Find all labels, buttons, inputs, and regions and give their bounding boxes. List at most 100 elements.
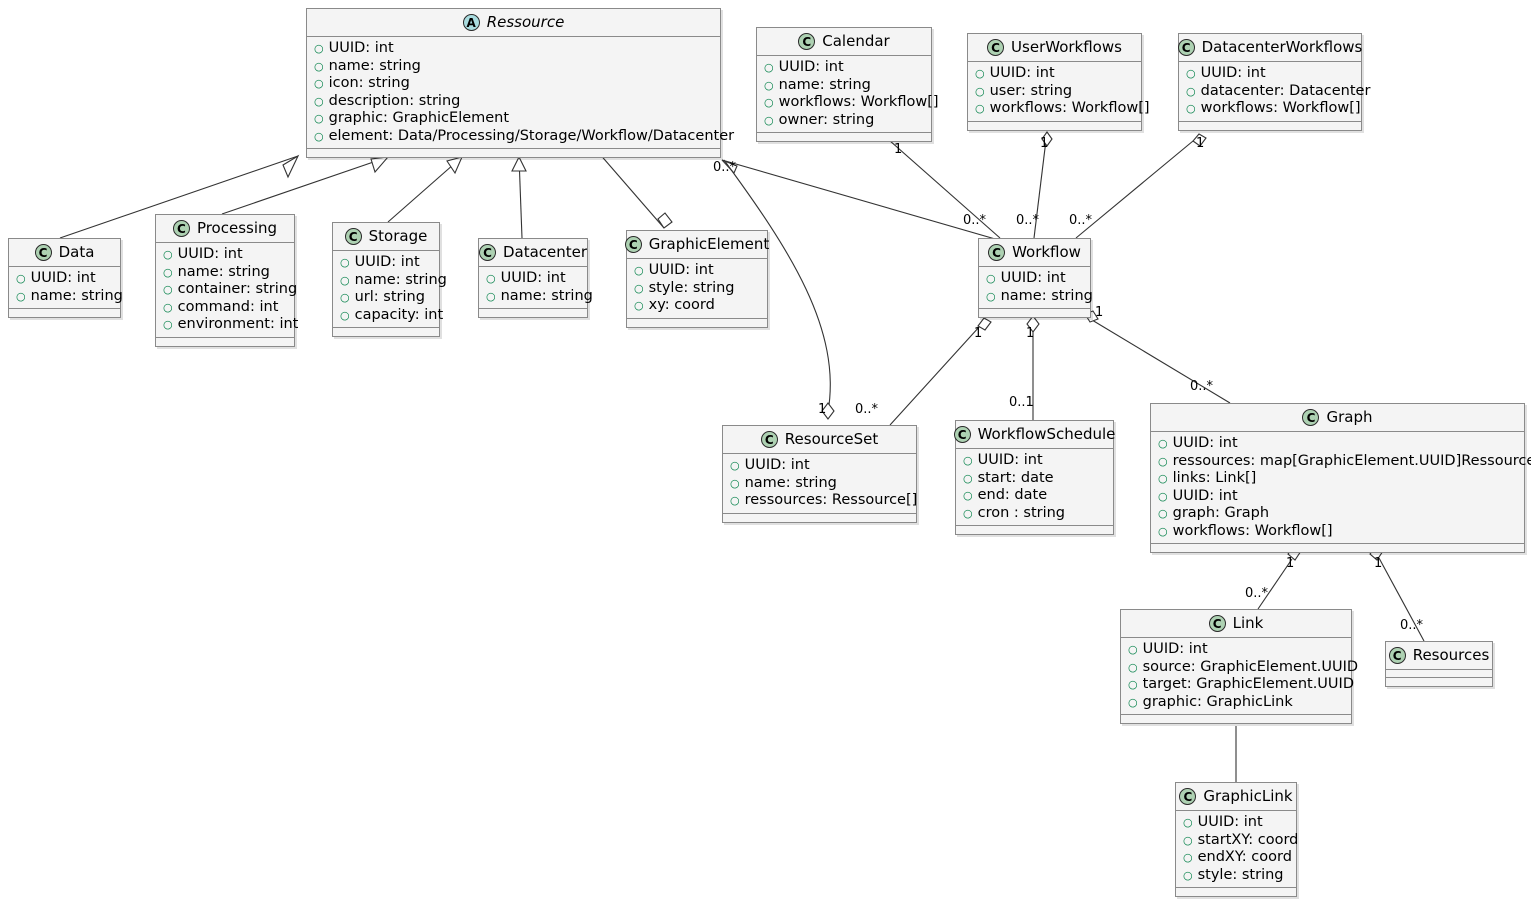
attribute-text: workflows: Workflow[]: [778, 94, 939, 110]
attribute-row: ○name: string: [764, 77, 924, 95]
attribute-row: ○url: string: [340, 289, 432, 307]
class-methods-userworkflows: [968, 120, 1141, 130]
attribute-text: icon: string: [328, 75, 410, 91]
attribute-text: style: string: [648, 279, 735, 296]
attribute-text: graphic: GraphicLink: [1142, 693, 1293, 710]
class-icon: C: [1179, 787, 1197, 805]
visibility-public-icon: ○: [163, 318, 173, 331]
attribute-row: ○links: Link[]: [1158, 470, 1517, 488]
attribute-row: ○icon: string: [314, 75, 713, 93]
class-attributes-workflow: ○UUID: int○name: string: [979, 266, 1093, 308]
visibility-public-icon: ○: [730, 459, 740, 472]
visibility-public-icon: ○: [634, 299, 644, 312]
attribute-text: name: string: [744, 474, 837, 491]
edge-ressource-has-graphicelement: [597, 151, 673, 229]
m-resources-0star: 0..*: [1400, 618, 1424, 633]
attribute-row: ○name: string: [314, 58, 713, 76]
attribute-text: command: int: [177, 298, 279, 315]
attribute-text: UUID: int: [328, 40, 394, 56]
attribute-text: UUID: int: [778, 59, 844, 75]
visibility-public-icon: ○: [1183, 868, 1193, 882]
attribute-text: cron : string: [977, 504, 1066, 521]
visibility-public-icon: ○: [975, 102, 985, 115]
visibility-public-icon: ○: [634, 264, 644, 277]
attribute-row: ○graphic: GraphicElement: [314, 110, 713, 128]
attribute-row: ○ressources: Ressource[]: [730, 492, 917, 510]
class-methods-datacenter: [479, 308, 587, 317]
class-name-processing: Processing: [196, 219, 278, 237]
visibility-public-icon: ○: [730, 494, 740, 507]
class-icon: C: [1208, 614, 1226, 632]
attribute-row: ○ name: string: [730, 475, 909, 493]
edge-processing-inherits-ressource: [221, 156, 390, 215]
class-methods-ressource: [307, 148, 720, 157]
attribute-row: ○datacenter: Datacenter: [1186, 83, 1370, 101]
class-name-workflowschedule: WorkflowSchedule: [977, 425, 1116, 443]
m-resourceset-0star: 0..*: [855, 402, 879, 417]
attribute-row: ○workflows: Workflow[]: [1158, 523, 1517, 541]
attribute-text: name: string: [1000, 287, 1093, 304]
class-attributes-workflowschedule: ○UUID: int○start: date○end: date○cron : …: [956, 448, 1113, 525]
visibility-public-icon: ○: [730, 476, 740, 490]
class-header-workflowschedule: C WorkflowSchedule: [953, 421, 1116, 448]
visibility-public-icon: ○: [1186, 67, 1196, 80]
class-name-datacenter: Datacenter: [502, 243, 588, 261]
class-icon: C: [953, 425, 971, 443]
attribute-text: url: string: [354, 289, 425, 305]
class-name-graph: Graph: [1326, 408, 1373, 426]
visibility-public-icon: ○: [963, 506, 973, 520]
visibility-public-icon: ○: [1158, 472, 1168, 485]
attribute-text: UUID: int: [1000, 270, 1066, 286]
class-attributes-data: ○UUID: int○name: string: [9, 266, 123, 308]
visibility-public-icon: ○: [1183, 816, 1193, 829]
class-name-data: Data: [58, 243, 95, 261]
attribute-text: datacenter: Datacenter: [1200, 82, 1371, 99]
attribute-text: UUID: int: [1172, 487, 1238, 504]
attribute-text: graph: Graph: [1172, 505, 1270, 521]
class-icon: C: [988, 243, 1006, 261]
class-icon: C: [1302, 408, 1320, 426]
class-methods-resourceset: [723, 512, 916, 522]
class-methods-calendar: [757, 132, 931, 141]
class-header-graph: C Graph: [1151, 404, 1524, 431]
visibility-public-icon: ○: [975, 67, 985, 80]
class-methods-graphicelement: [627, 317, 767, 327]
class-name-resources: Resources: [1412, 646, 1490, 664]
edge-storage-inherits-ressource: [387, 156, 463, 223]
visibility-public-icon: ○: [1128, 660, 1138, 674]
class-name-datacenterworkflows: DatacenterWorkflows: [1201, 38, 1363, 56]
visibility-public-icon: ○: [314, 42, 324, 55]
attribute-row: ○name: string: [340, 272, 447, 290]
attribute-text: start: date: [977, 469, 1054, 486]
class-icon: C: [798, 32, 816, 50]
visibility-public-icon: ○: [163, 265, 173, 279]
attribute-row: ○UUID: int: [486, 270, 580, 288]
attribute-row: ○capacity: int: [340, 307, 443, 325]
visibility-public-icon: ○: [963, 489, 973, 502]
visibility-public-icon: ○: [163, 248, 173, 261]
attribute-row: ○UUID: int: [634, 262, 760, 280]
m-workflow-schedule-1: 1: [1026, 326, 1035, 341]
